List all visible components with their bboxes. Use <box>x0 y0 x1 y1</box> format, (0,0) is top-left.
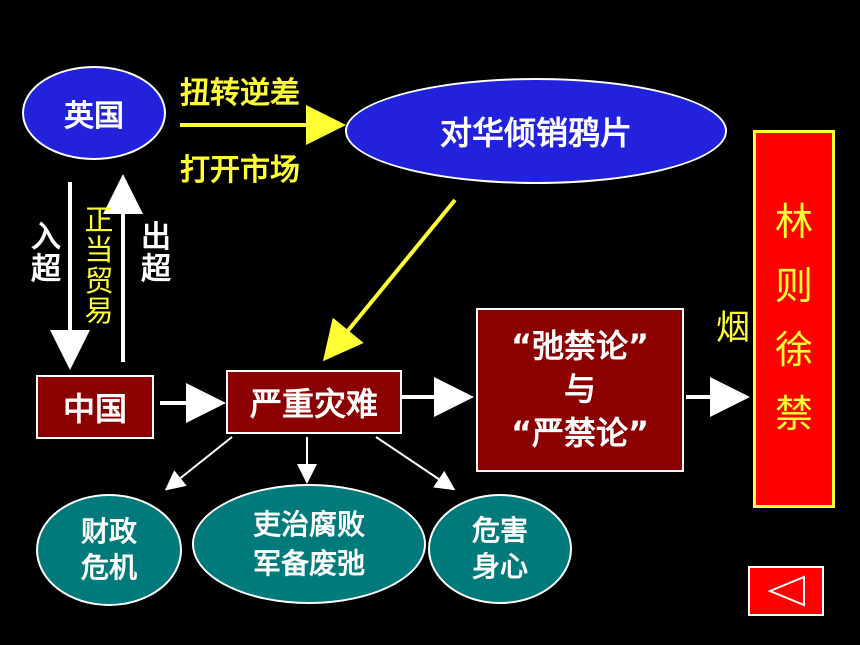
label-smoke-partial: 烟 <box>716 308 750 348</box>
node-china: 中国 <box>36 375 154 439</box>
label-legit-trade: 正当贸易 <box>84 203 114 329</box>
label-export-surplus: 出超 <box>141 220 171 287</box>
node-britain: 英国 <box>22 66 166 160</box>
node-dump-opium: 对华倾销鸦片 <box>345 78 727 184</box>
node-government-decay: 吏治腐败 军备废弛 <box>192 484 426 604</box>
node-disaster: 严重灾难 <box>226 370 402 434</box>
label-open-market: 打开市场 <box>180 153 300 188</box>
node-lin-zexu-ban: 林则徐禁 <box>753 130 835 508</box>
node-debate: “弛禁论” 与 “严禁论” <box>476 308 684 472</box>
label-reverse-deficit: 扭转逆差 <box>180 76 300 111</box>
node-health-harm: 危害 身心 <box>428 494 572 604</box>
node-finance-crisis: 财政 危机 <box>36 494 182 606</box>
label-import-surplus: 入超 <box>31 220 61 287</box>
arrow-to-finance <box>164 436 233 491</box>
back-button[interactable] <box>748 566 824 616</box>
arrow-to-health <box>375 436 456 491</box>
arrow-opium-to-disaster <box>322 198 457 362</box>
left-triangle-icon <box>767 575 805 607</box>
